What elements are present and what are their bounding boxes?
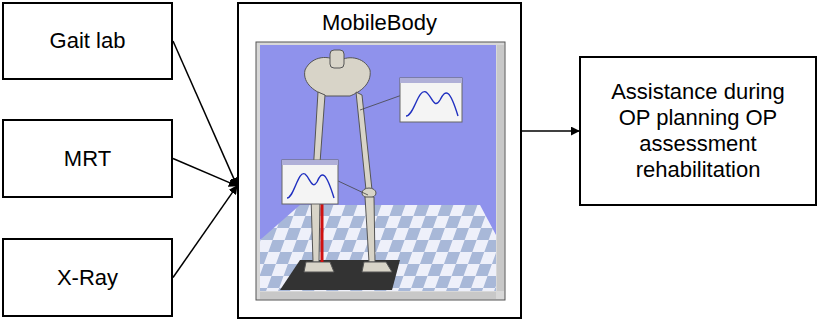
input-box: Gait lab bbox=[2, 2, 173, 80]
plot-window bbox=[360, 78, 462, 122]
input-box: X-Ray bbox=[2, 238, 173, 317]
box-heading: MobileBody bbox=[316, 4, 443, 36]
force-plate bbox=[280, 260, 400, 290]
toolbar bbox=[497, 45, 504, 291]
box-label: MRT bbox=[58, 146, 117, 172]
box-label: Gait lab bbox=[44, 28, 132, 54]
connector-arrow bbox=[173, 159, 237, 186]
box-label: X-Ray bbox=[51, 265, 124, 291]
application-box: MobileBody bbox=[237, 2, 522, 319]
checkered-floor bbox=[260, 205, 496, 291]
viewport-background bbox=[260, 45, 496, 291]
connector-arrow bbox=[522, 130, 579, 132]
connector-arrow bbox=[173, 186, 237, 278]
box-label: Assistance during OP planning OP assessm… bbox=[587, 79, 809, 183]
input-box: MRT bbox=[2, 119, 173, 198]
plot-window bbox=[282, 160, 368, 204]
scrollbar bbox=[260, 292, 496, 299]
window-frame bbox=[256, 42, 505, 300]
output-box: Assistance during OP planning OP assessm… bbox=[579, 56, 817, 206]
connector-arrow bbox=[173, 41, 237, 186]
